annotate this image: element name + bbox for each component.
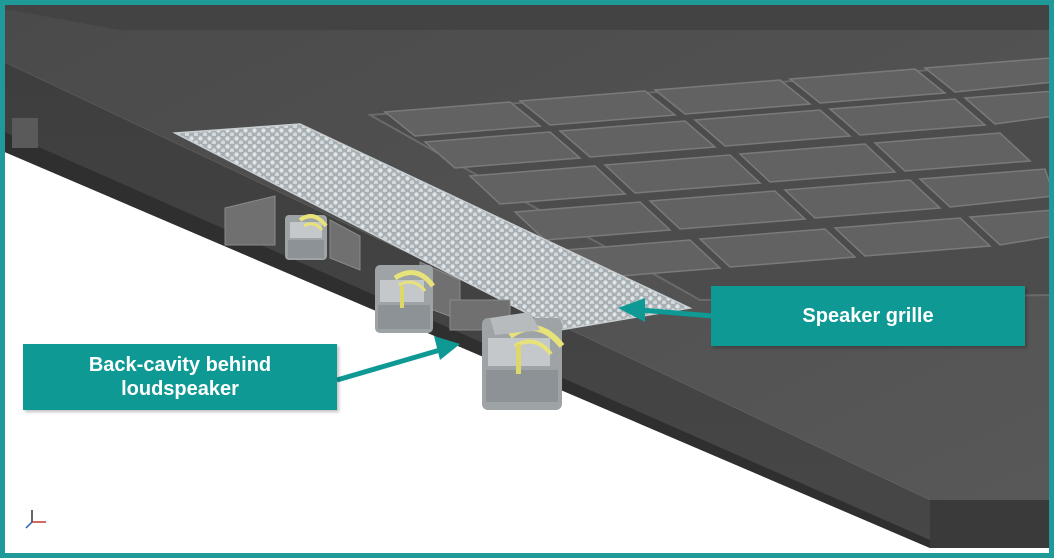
side-port	[12, 118, 38, 148]
speaker-grille-mesh	[172, 123, 693, 331]
keyboard-keys	[383, 57, 1054, 279]
loudspeaker-module-3	[482, 312, 565, 410]
callout-arrow-cavity	[336, 336, 460, 383]
speaker-grille-callout: Speaker grille	[711, 286, 1025, 346]
axis-triad-icon	[25, 510, 46, 529]
callout-arrow-grille	[618, 298, 714, 322]
back-cavity-callout: Back-cavity behind loudspeaker	[23, 344, 337, 410]
loudspeaker-module-1	[285, 214, 328, 260]
speaker-grille-label: Speaker grille	[802, 305, 934, 327]
loudspeaker-module-2	[375, 265, 436, 333]
chassis-top-strip	[0, 0, 1054, 30]
back-cavity-label: Back-cavity behind loudspeaker	[88, 354, 272, 400]
chassis-corner	[930, 500, 1054, 548]
